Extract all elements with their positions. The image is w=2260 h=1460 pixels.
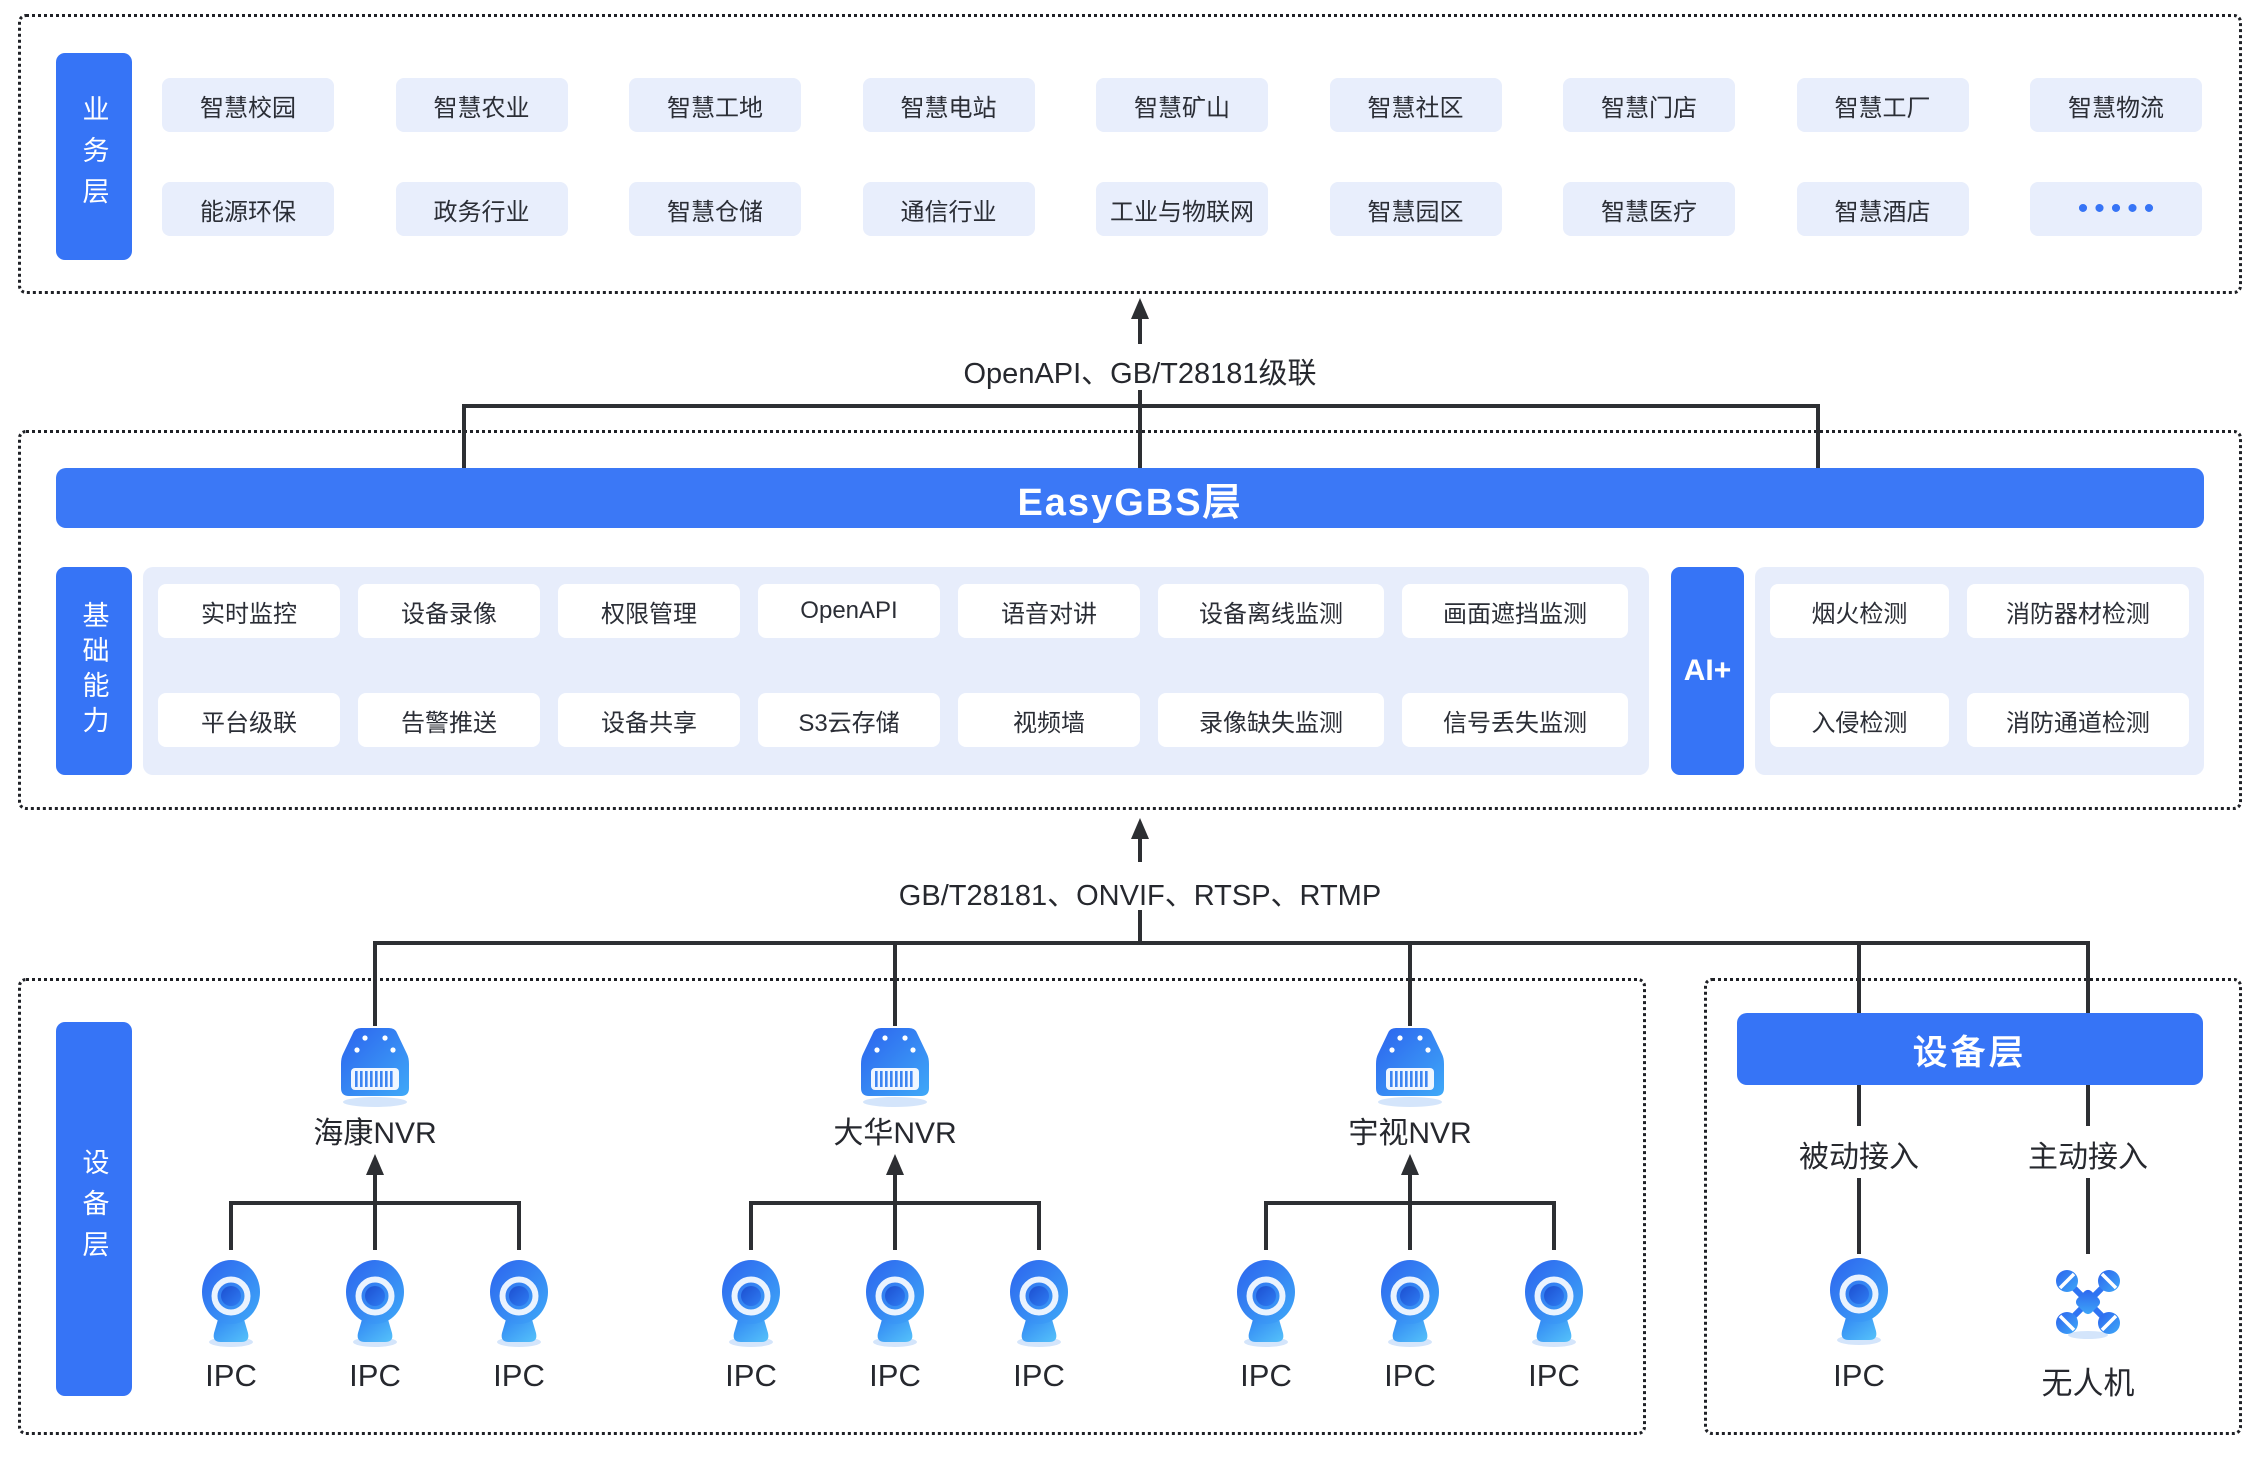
ipc-label: IPC: [1240, 1358, 1292, 1393]
business-chip: 政务行业: [395, 182, 568, 236]
ipc-label: IPC: [1833, 1358, 1885, 1393]
passive-access-label: 被动接入: [1799, 1141, 1919, 1174]
business-chip-row-2: 能源环保 政务行业 智慧仓储 通信行业 工业与物联网 智慧园区 智慧医疗 智慧酒…: [162, 182, 2202, 236]
nvr-label: 海康NVR: [313, 1117, 437, 1150]
ai-chip: 入侵检测: [1770, 693, 1949, 747]
device-layer-label: 设备层: [56, 1022, 132, 1396]
business-layer-label: 业务层: [56, 53, 132, 260]
business-chip: 智慧校园: [162, 78, 334, 132]
business-chip: 通信行业: [862, 182, 1035, 236]
business-chip: 智慧仓储: [629, 182, 801, 236]
bottom-connector-label: GB/T28181、ONVIF、RTSP、RTMP: [898, 880, 1382, 912]
ipc-label: IPC: [205, 1358, 257, 1393]
nvr-label: 宇视NVR: [1348, 1117, 1472, 1150]
ipc-label: IPC: [1384, 1358, 1436, 1393]
capability-chip: 平台级联: [158, 693, 340, 747]
capability-chip: 实时监控: [158, 584, 340, 638]
business-layer-box: [18, 14, 2242, 294]
business-chip: 智慧医疗: [1563, 182, 1735, 236]
more-ellipsis: •••••: [2030, 182, 2202, 236]
ipc-icon: [1378, 1258, 1442, 1348]
business-chip: 智慧工地: [629, 78, 801, 132]
ai-row-2: 入侵检测 消防通道检测: [1770, 693, 2189, 747]
business-chip: 智慧电站: [862, 78, 1035, 132]
capability-chip: 设备录像: [358, 584, 540, 638]
ipc-icon: [719, 1258, 783, 1348]
capability-chip: 设备共享: [558, 693, 740, 747]
ai-row-1: 烟火检测 消防器材检测: [1770, 584, 2189, 638]
nvr-icon: [847, 1024, 943, 1108]
capability-chip: 信号丢失监测: [1402, 693, 1628, 747]
drone-icon: [2050, 1264, 2126, 1340]
ipc-label: IPC: [1013, 1358, 1065, 1393]
nvr-label: 大华NVR: [833, 1117, 957, 1150]
ipc-icon: [1234, 1258, 1298, 1348]
capability-panel: 实时监控 设备录像 权限管理 OpenAPI 语音对讲 设备离线监测 画面遮挡监…: [143, 567, 1649, 775]
active-access-label: 主动接入: [2028, 1141, 2148, 1174]
top-connector-label: OpenAPI、GB/T28181级联: [963, 358, 1317, 390]
ai-plus-label: AI+: [1671, 567, 1744, 775]
ipc-icon: [343, 1258, 407, 1348]
capability-row-2: 平台级联 告警推送 设备共享 S3云存储 视频墙 录像缺失监测 信号丢失监测: [158, 693, 1634, 747]
business-chip-row-1: 智慧校园 智慧农业 智慧工地 智慧电站 智慧矿山 智慧社区 智慧门店 智慧工厂 …: [162, 78, 2202, 132]
business-chip: 工业与物联网: [1096, 182, 1268, 236]
drone-label: 无人机: [2041, 1366, 2135, 1401]
ipc-label: IPC: [493, 1358, 545, 1393]
business-chip: 智慧园区: [1329, 182, 1502, 236]
capability-chip: 画面遮挡监测: [1402, 584, 1628, 638]
ipc-icon: [1827, 1256, 1891, 1346]
capability-chip: OpenAPI: [758, 584, 940, 638]
nvr-icon: [1362, 1024, 1458, 1108]
business-chip: 智慧门店: [1563, 78, 1735, 132]
ipc-label: IPC: [869, 1358, 921, 1393]
ipc-icon: [199, 1258, 263, 1348]
capability-chip: 视频墙: [958, 693, 1140, 747]
ipc-label: IPC: [725, 1358, 777, 1393]
capability-label: 基础能力: [56, 567, 132, 775]
business-chip: 智慧酒店: [1796, 182, 1969, 236]
device-layer-header: 设备层: [1737, 1013, 2203, 1085]
business-chip: 智慧工厂: [1796, 78, 1969, 132]
business-chip: 能源环保: [162, 182, 334, 236]
business-chip: 智慧矿山: [1096, 78, 1268, 132]
capability-chip: 告警推送: [358, 693, 540, 747]
capability-chip: 权限管理: [558, 584, 740, 638]
ai-panel: 烟火检测 消防器材检测 入侵检测 消防通道检测: [1755, 567, 2204, 775]
capability-chip: 语音对讲: [958, 584, 1140, 638]
easygbs-title-bar: EasyGBS层: [56, 468, 2204, 528]
capability-chip: 设备离线监测: [1158, 584, 1384, 638]
ipc-icon: [487, 1258, 551, 1348]
ipc-icon: [863, 1258, 927, 1348]
business-chip: 智慧社区: [1329, 78, 1502, 132]
ipc-label: IPC: [1528, 1358, 1580, 1393]
capability-chip: S3云存储: [758, 693, 940, 747]
nvr-icon: [327, 1024, 423, 1108]
ipc-icon: [1522, 1258, 1586, 1348]
capability-chip: 录像缺失监测: [1158, 693, 1384, 747]
business-chip: 智慧物流: [2030, 78, 2202, 132]
ipc-label: IPC: [349, 1358, 401, 1393]
business-chip: 智慧农业: [395, 78, 568, 132]
ipc-icon: [1007, 1258, 1071, 1348]
ai-chip: 消防器材检测: [1966, 584, 2189, 638]
ai-chip: 烟火检测: [1770, 584, 1949, 638]
ai-chip: 消防通道检测: [1966, 693, 2189, 747]
capability-row-1: 实时监控 设备录像 权限管理 OpenAPI 语音对讲 设备离线监测 画面遮挡监…: [158, 584, 1634, 638]
